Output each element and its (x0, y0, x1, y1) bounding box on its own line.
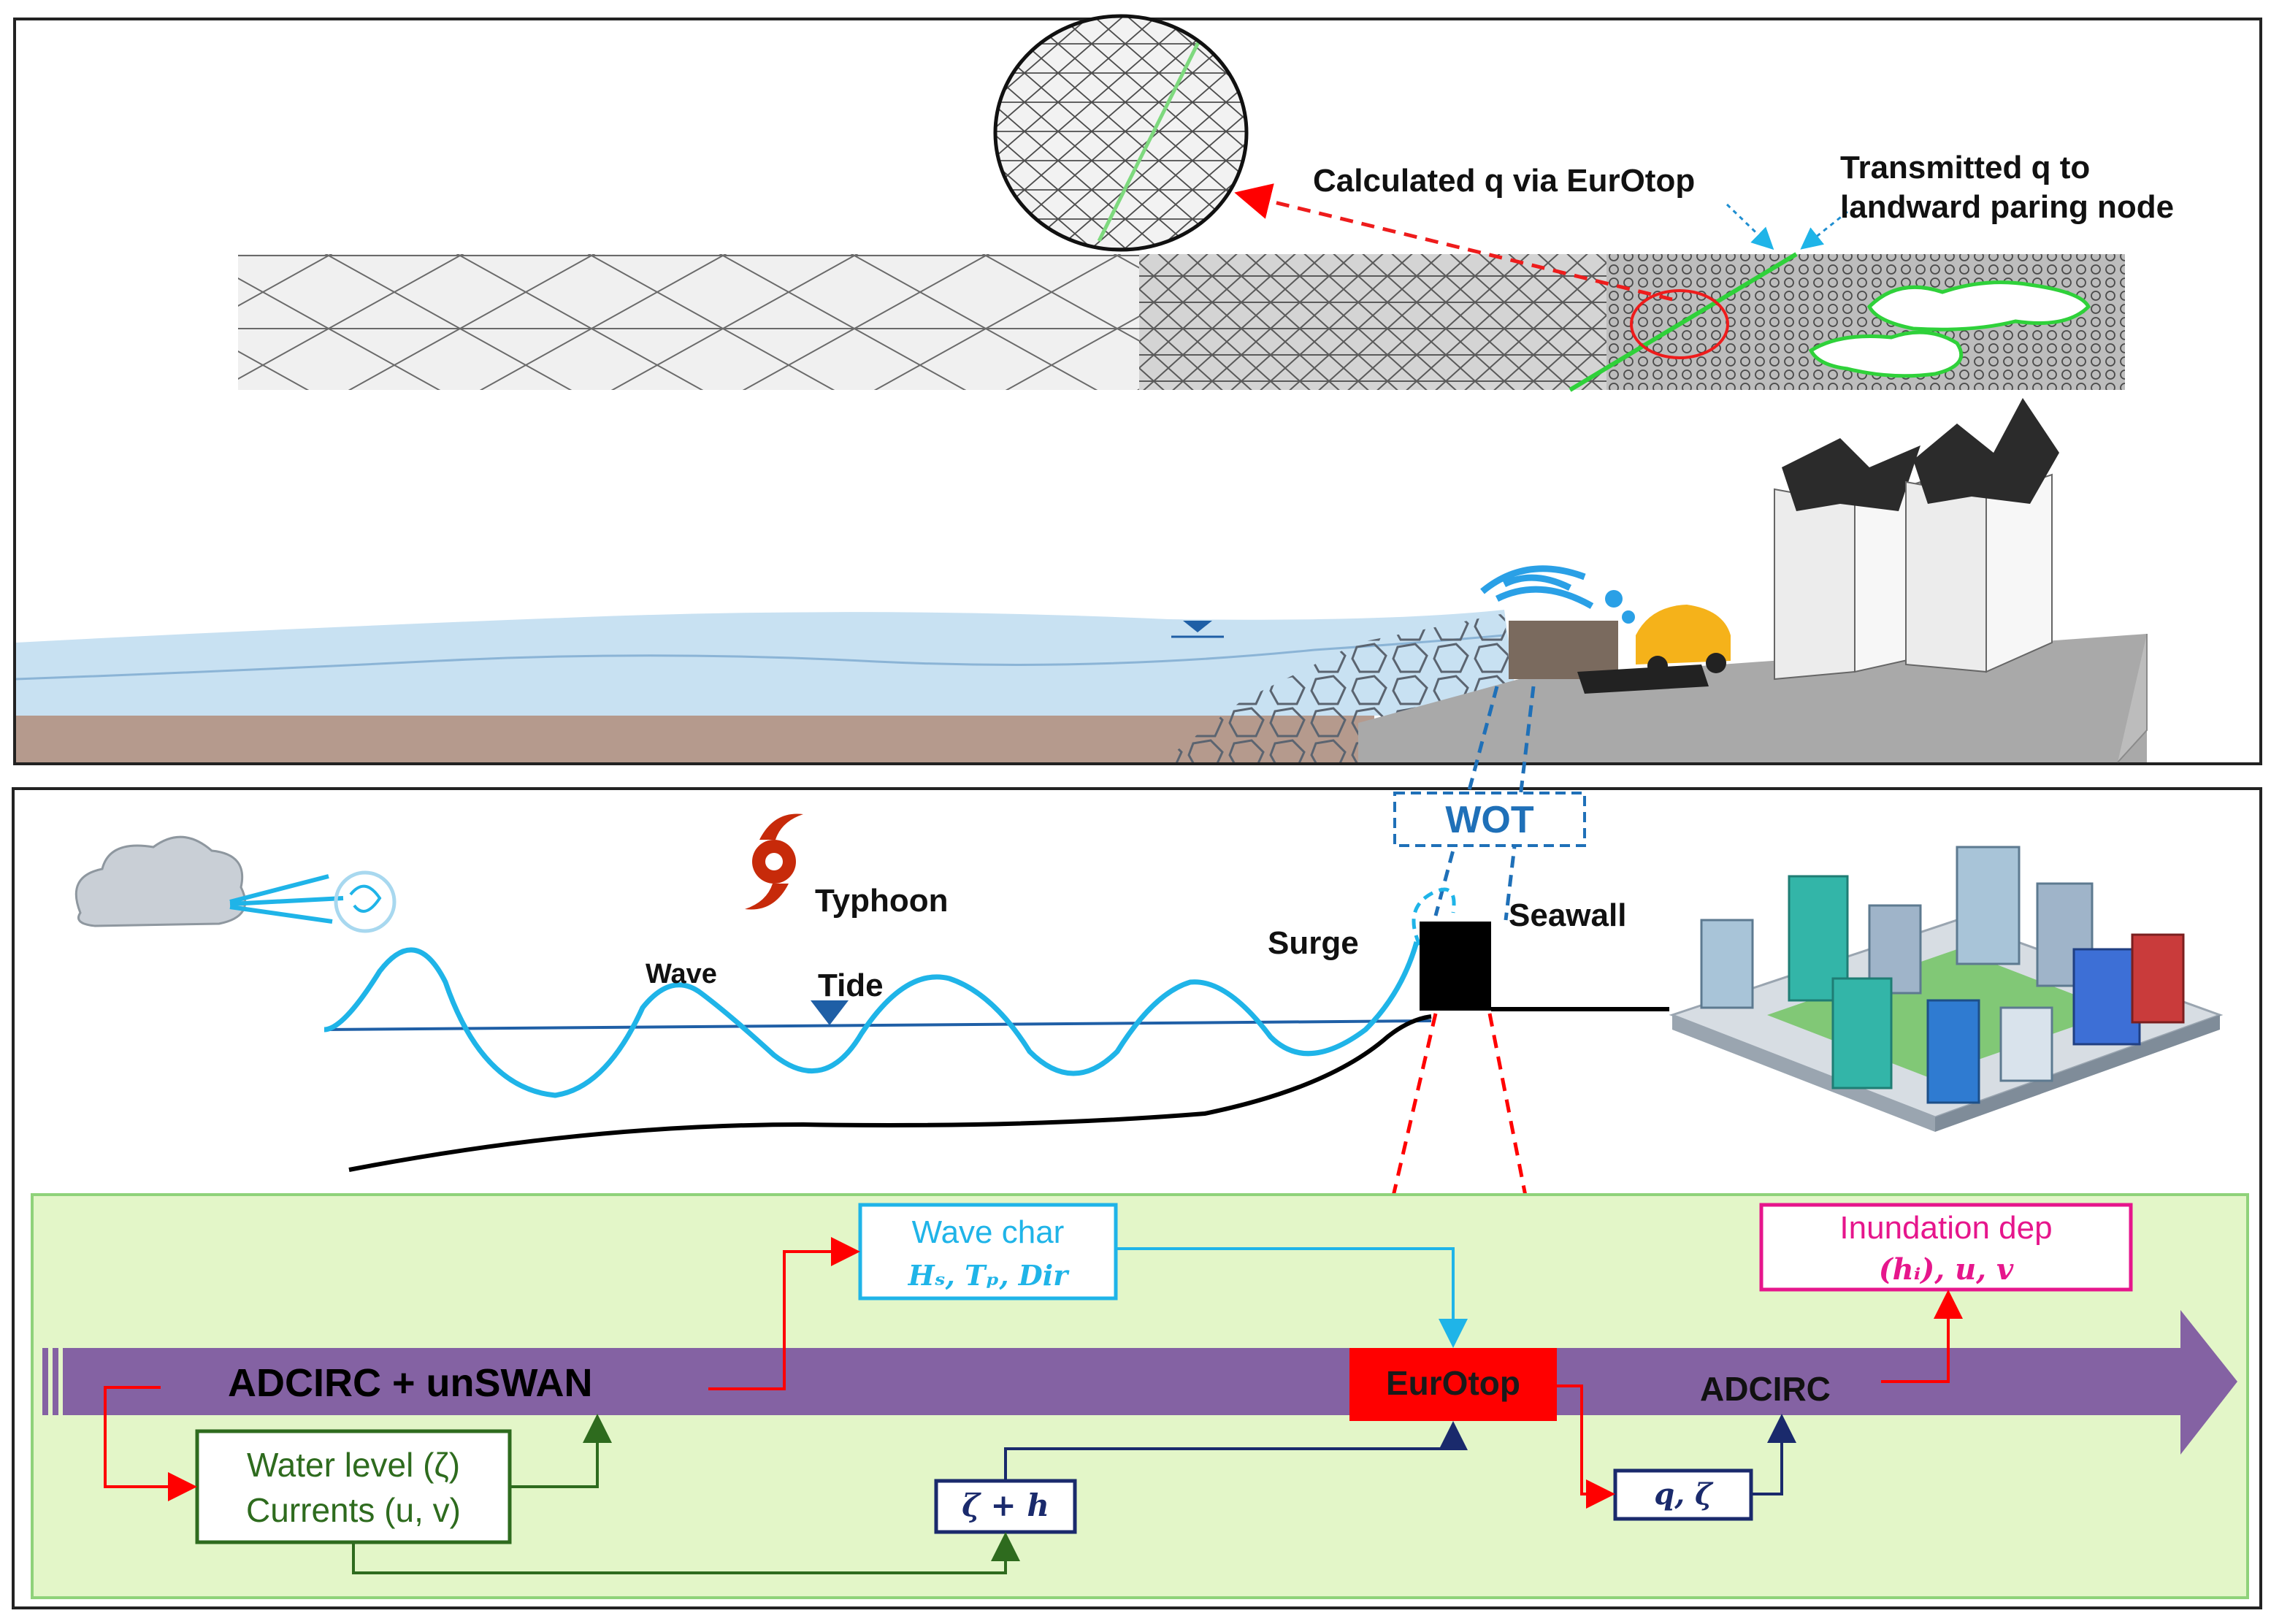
callout-arrow (1234, 183, 1673, 302)
q-zeta-to-adcirc (1751, 1414, 1796, 1495)
wave-char-title: Wave char (912, 1214, 1065, 1250)
flow-to-water-level (104, 1386, 197, 1501)
inundation-title: Inundation dep (1839, 1210, 2052, 1246)
sea-cross-section (15, 610, 1519, 762)
adcirc-unswan-label: ADCIRC + unSWAN (228, 1361, 593, 1405)
wave-char-to-eurotop (1116, 1247, 1468, 1348)
eurotop-label: EurOtop (1386, 1364, 1520, 1402)
wot-label: WOT (1445, 799, 1534, 841)
flow-to-wave-char (708, 1237, 860, 1390)
zoom-circle (993, 14, 1249, 252)
water-level-line2: Currents (u, v) (246, 1491, 461, 1529)
wave-char-vars: Hₛ, Tₚ, Dir (908, 1259, 1070, 1292)
surge-indicator (1412, 887, 1456, 946)
zeta-h-to-eurotop (1004, 1421, 1468, 1481)
seabed-line (348, 1014, 1432, 1172)
wot-box (1393, 792, 1586, 847)
buildings-icon (1774, 398, 2059, 681)
water-level-to-zeta-h (352, 1532, 1020, 1574)
wave-char-box (858, 1203, 1118, 1301)
callout-transmitted-line1: Transmitted q to (1840, 150, 2090, 185)
city-icon (1669, 846, 2224, 1132)
pointer-transmitted (1800, 210, 1848, 250)
mesh-focus-circle (1630, 289, 1729, 359)
seawall-block (1509, 621, 1618, 679)
callout-transmitted-line2: landward paring node (1840, 189, 2174, 225)
typhoon-label: Typhoon (815, 883, 948, 919)
seawall-icon (1420, 922, 1491, 1011)
mesh-strip (238, 252, 2125, 392)
water-level-to-main (510, 1414, 612, 1488)
wind-cloud-icon (74, 835, 397, 933)
pointer-calc (1726, 203, 1774, 250)
callout-calculated-q: Calculated q via EurOtop (1313, 163, 1695, 199)
q-zeta-label: q, ζ (1654, 1477, 1714, 1512)
main-process-arrow (42, 1310, 2237, 1455)
inundation-vars: (hᵢ), u, v (1879, 1252, 2014, 1287)
surge-label: Surge (1268, 925, 1359, 961)
car-icon (1636, 605, 1731, 664)
water-level-line1: Water level (ζ) (247, 1446, 460, 1484)
eurotop-to-q-zeta (1557, 1384, 1615, 1509)
tide-marker (811, 1000, 849, 1025)
seawall-label: Seawall (1509, 897, 1626, 933)
wave-profile (323, 887, 1456, 1098)
wave-label: Wave (646, 959, 717, 989)
adcirc-to-inundation (1881, 1290, 1963, 1383)
tide-label: Tide (818, 968, 884, 1003)
typhoon-icon (745, 813, 803, 910)
zeta-h-label: ζ + h (962, 1487, 1049, 1523)
splash-icon (1480, 565, 1594, 609)
adcirc-label: ADCIRC (1700, 1370, 1831, 1408)
seawall-to-eurotop-right (1487, 1013, 1566, 1348)
eurotop-box (1349, 1348, 1557, 1421)
seawall-to-eurotop-left (1348, 1013, 1438, 1348)
